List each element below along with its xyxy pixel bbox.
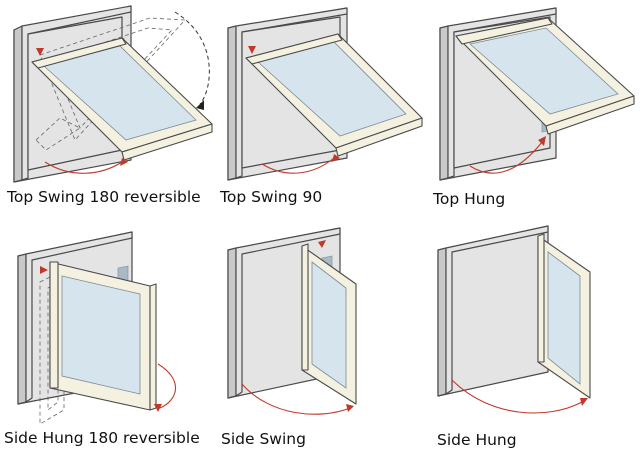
panel-side-hung — [437, 225, 591, 414]
opening-arc — [157, 363, 177, 409]
opening-arrow-head — [154, 404, 162, 412]
caption-top-swing-180-reversible: Top Swing 180 reversible — [7, 188, 201, 206]
caption-side-swing: Side Swing — [221, 430, 306, 448]
opening-arrow-head — [332, 154, 340, 162]
sash — [49, 261, 157, 411]
closing-arrow-head — [40, 266, 48, 274]
sash — [537, 233, 591, 399]
ghost-sash-outline — [35, 17, 186, 151]
swing-arrow-head — [196, 100, 204, 110]
panel-top-swing-180-reversible — [13, 5, 213, 183]
caption-side-hung: Side Hung — [437, 431, 517, 449]
opening-arc — [261, 157, 335, 174]
opening-arc — [451, 379, 583, 414]
opening-arc — [469, 141, 543, 174]
closing-arrow-head — [248, 46, 256, 54]
panel-top-hung — [439, 7, 635, 181]
opening-arc — [44, 161, 123, 174]
opening-arrow-head — [120, 158, 128, 166]
caption-side-hung-180-reversible: Side Hung 180 reversible — [4, 429, 200, 447]
sash — [245, 33, 423, 157]
caption-top-swing-90: Top Swing 90 — [220, 188, 323, 206]
closing-arrow-head — [318, 240, 326, 248]
opening-arrow-head — [346, 404, 354, 412]
panel-side-hung-180-reversible — [17, 231, 177, 425]
opening-arc — [241, 383, 351, 415]
caption-top-hung: Top Hung — [433, 190, 506, 208]
opening-arrow-head — [538, 136, 546, 146]
sash — [301, 243, 357, 405]
window-frame — [437, 225, 549, 397]
sash — [31, 37, 213, 161]
sash — [455, 17, 635, 135]
opening-arrow-head — [580, 398, 588, 406]
closing-arrow-head — [36, 48, 44, 56]
panel-top-swing-90 — [227, 7, 423, 181]
swing-path-dashed — [174, 11, 210, 105]
panel-side-swing — [227, 227, 357, 415]
